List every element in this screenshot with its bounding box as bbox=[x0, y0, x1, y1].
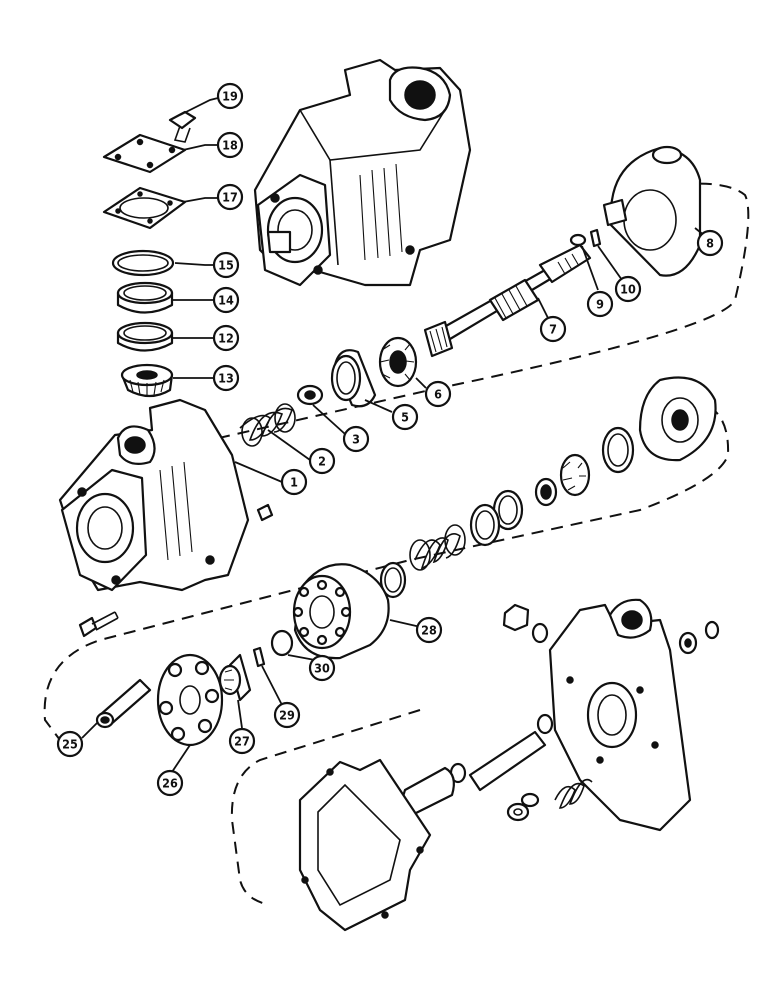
ring bbox=[601, 426, 635, 474]
spring-washer bbox=[379, 561, 407, 599]
key bbox=[589, 228, 602, 248]
washer bbox=[469, 503, 501, 547]
callout-12: 12 bbox=[212, 324, 240, 352]
callout-3: 3 bbox=[342, 425, 370, 453]
svg-text:18: 18 bbox=[222, 138, 238, 153]
leader-lines bbox=[81, 97, 706, 773]
svg-text:29: 29 bbox=[279, 708, 295, 723]
pin-29 bbox=[252, 646, 266, 668]
pin bbox=[569, 233, 587, 247]
callout-28: 28 bbox=[415, 616, 443, 644]
valve-plate bbox=[638, 376, 717, 462]
svg-text:9: 9 bbox=[596, 297, 604, 312]
callout-8: 8 bbox=[696, 229, 724, 257]
svg-text:19: 19 bbox=[222, 89, 238, 104]
svg-text:2: 2 bbox=[318, 454, 326, 469]
spool-spring bbox=[506, 778, 593, 822]
svg-text:1: 1 bbox=[290, 475, 298, 490]
callout-9: 9 bbox=[586, 290, 614, 318]
callout-10: 10 bbox=[614, 275, 642, 303]
retainer-plate bbox=[156, 653, 224, 747]
callout-5: 5 bbox=[391, 403, 419, 431]
drive-shaft bbox=[423, 243, 592, 358]
o-rings-right bbox=[678, 620, 720, 655]
svg-text:6: 6 bbox=[434, 387, 442, 402]
callout-18: 18 bbox=[216, 131, 244, 159]
gasket bbox=[102, 186, 187, 230]
svg-text:26: 26 bbox=[162, 776, 178, 791]
tapered-roller-bearing bbox=[120, 363, 174, 398]
svg-text:7: 7 bbox=[549, 322, 557, 337]
plug-fitting bbox=[502, 603, 549, 644]
spring-seat bbox=[296, 384, 324, 406]
svg-text:15: 15 bbox=[218, 258, 234, 273]
callout-27: 27 bbox=[228, 727, 256, 755]
svg-text:5: 5 bbox=[401, 410, 409, 425]
needle-bearing bbox=[559, 453, 591, 497]
swashplate bbox=[602, 145, 702, 277]
svg-text:25: 25 bbox=[62, 737, 78, 752]
cover-plate bbox=[102, 133, 187, 174]
ball-guide bbox=[270, 629, 294, 657]
dowel-pin bbox=[256, 503, 274, 522]
callout-13: 13 bbox=[212, 364, 240, 392]
seal bbox=[534, 477, 558, 507]
svg-text:14: 14 bbox=[218, 293, 234, 308]
piston-spring bbox=[409, 524, 466, 571]
cylinder-block bbox=[292, 563, 390, 660]
svg-text:17: 17 bbox=[222, 190, 238, 205]
retaining-ring bbox=[492, 489, 524, 531]
housing-bolt bbox=[78, 611, 119, 638]
callout-25: 25 bbox=[56, 730, 84, 758]
svg-text:12: 12 bbox=[218, 331, 234, 346]
pump-housing bbox=[58, 398, 250, 592]
callout-7: 7 bbox=[539, 315, 567, 343]
callout-29: 29 bbox=[273, 701, 301, 729]
bearing-race bbox=[116, 321, 174, 352]
callout-26: 26 bbox=[156, 769, 184, 797]
svg-text:10: 10 bbox=[620, 282, 636, 297]
callout-1: 1 bbox=[280, 468, 308, 496]
compression-spring bbox=[239, 403, 296, 447]
callout-30: 30 bbox=[308, 654, 336, 682]
callout-15: 15 bbox=[212, 251, 240, 279]
callout-6: 6 bbox=[424, 380, 452, 408]
snap-ring bbox=[111, 249, 175, 277]
svg-text:13: 13 bbox=[218, 371, 234, 386]
assembly-outline bbox=[43, 182, 750, 906]
callout-2: 2 bbox=[308, 447, 336, 475]
plug bbox=[95, 678, 152, 729]
callout-14: 14 bbox=[212, 286, 240, 314]
bearing-sleeve bbox=[330, 349, 377, 408]
assembled-pump bbox=[253, 58, 472, 287]
bushing bbox=[218, 653, 252, 702]
svg-text:3: 3 bbox=[352, 432, 360, 447]
callout-17: 17 bbox=[216, 183, 244, 211]
svg-text:28: 28 bbox=[421, 623, 437, 638]
callout-19: 19 bbox=[216, 82, 244, 110]
svg-text:30: 30 bbox=[314, 661, 330, 676]
roller-bearing bbox=[378, 336, 418, 388]
svg-text:27: 27 bbox=[234, 734, 250, 749]
control-spool bbox=[449, 713, 554, 792]
end-cover bbox=[548, 598, 692, 832]
end-cover-gasket bbox=[298, 758, 432, 932]
svg-text:8: 8 bbox=[706, 236, 714, 251]
cover-screw bbox=[168, 110, 197, 143]
bearing-cup bbox=[116, 281, 174, 314]
